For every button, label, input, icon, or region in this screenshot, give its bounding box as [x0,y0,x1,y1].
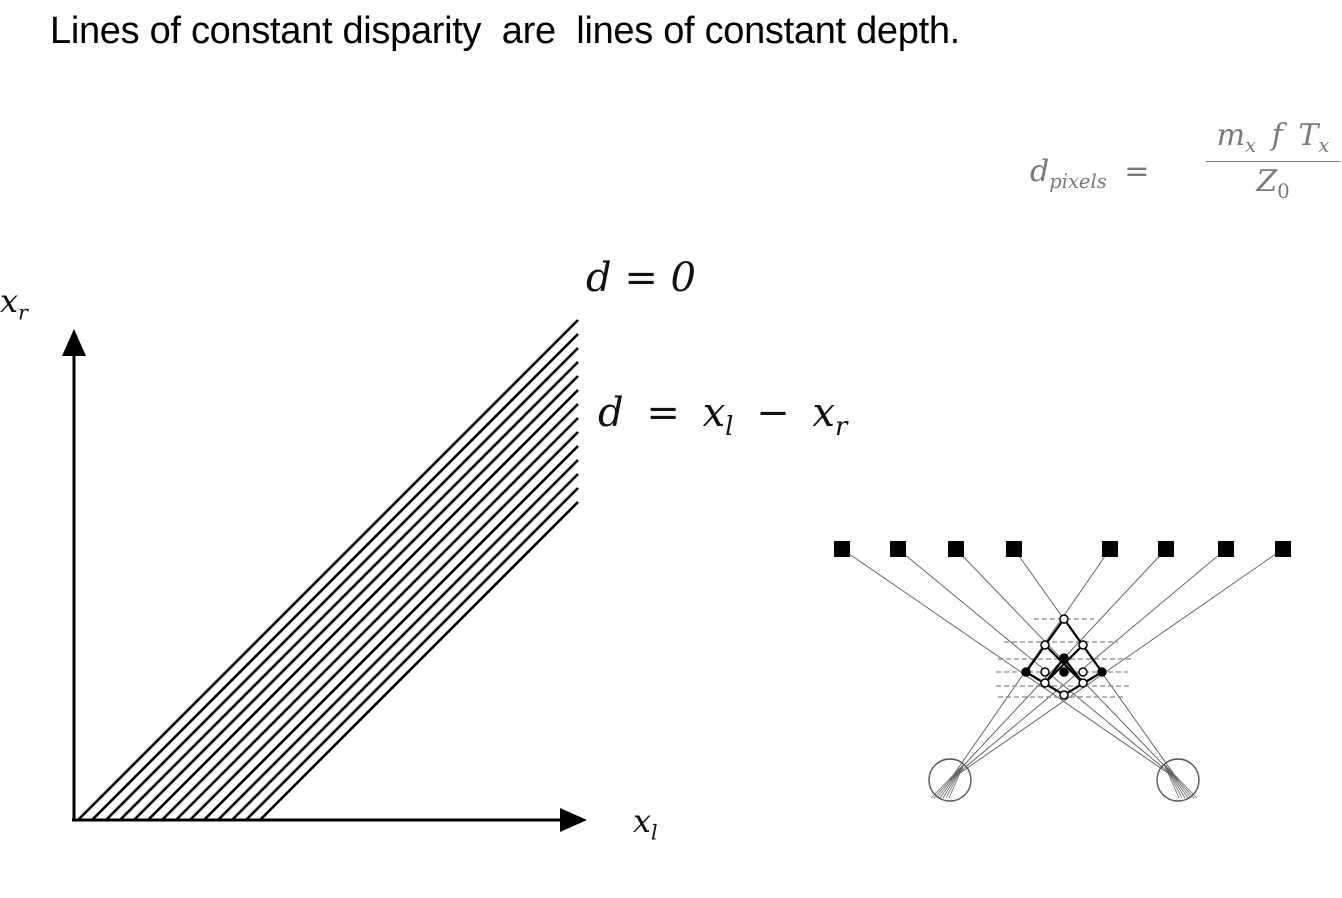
disparity-line [133,375,579,821]
retina-ray [942,763,965,799]
disparity-line [105,347,579,821]
eye-icon [928,758,972,802]
x-axis-label: xl [633,802,658,845]
disparity-line [175,417,579,821]
retina-ray [939,763,965,799]
formula-fraction: mx f Tx Z0 [1206,118,1340,203]
retina-ray [945,763,965,799]
formula-numerator: mx f Tx [1206,118,1340,162]
projection-line [949,548,1284,781]
feature-node [1158,541,1174,557]
feature-node [948,541,964,557]
disparity-line [147,389,579,821]
lattice-link [1044,657,1065,684]
retina-ray [948,763,965,799]
lattice-node [1078,640,1088,650]
projection-line [841,548,1179,781]
disparity-definition-label: d = xl − xr [598,390,848,443]
feature-node [834,541,850,557]
feature-node [1275,541,1291,557]
retina-ray [1163,763,1180,799]
retina-ray [1163,763,1183,799]
constant-disparity-lines [77,319,579,821]
disparity-line [119,361,579,821]
feature-node [1102,541,1118,557]
feature-node [1006,541,1022,557]
projection-line [897,548,1179,781]
lattice-node [1021,667,1031,677]
projection-line [949,548,1111,781]
lattice-node [1059,667,1069,677]
disparity-line [203,445,579,821]
eye-icon [1156,758,1200,802]
zero-disparity-label: d = 0 [586,255,696,301]
formula-denominator: Z0 [1256,163,1290,203]
retina-ray [1163,763,1186,799]
lattice-link [1063,657,1084,684]
retina-ray [1163,763,1198,799]
lattice-node [1078,678,1088,688]
disparity-line [77,319,579,821]
lattice-node [1040,678,1050,688]
feature-node [890,541,906,557]
y-axis-label: xr [0,282,28,325]
lattice-node [1040,640,1050,650]
retina-ray [936,763,965,799]
disparity-line [91,333,579,821]
lattice-node [1059,690,1069,700]
lattice-link [1044,644,1084,684]
disparity-line [217,459,579,821]
lattice-node [1040,667,1050,677]
disparity-line [231,473,579,821]
lattice-node [1059,653,1069,663]
projection-line [955,548,1179,781]
lattice-node [1078,667,1088,677]
feature-node [1218,541,1234,557]
disparity-line [161,403,579,821]
disparity-line [245,487,579,821]
lattice-node [1059,614,1069,624]
disparity-line [189,431,579,821]
lattice-node [1097,667,1107,677]
disparity-line [259,501,579,821]
slide-title: Lines of constant disparity are lines of… [50,10,960,52]
formula-lhs: dpixels = [1030,154,1150,193]
projection-line [949,548,1227,781]
